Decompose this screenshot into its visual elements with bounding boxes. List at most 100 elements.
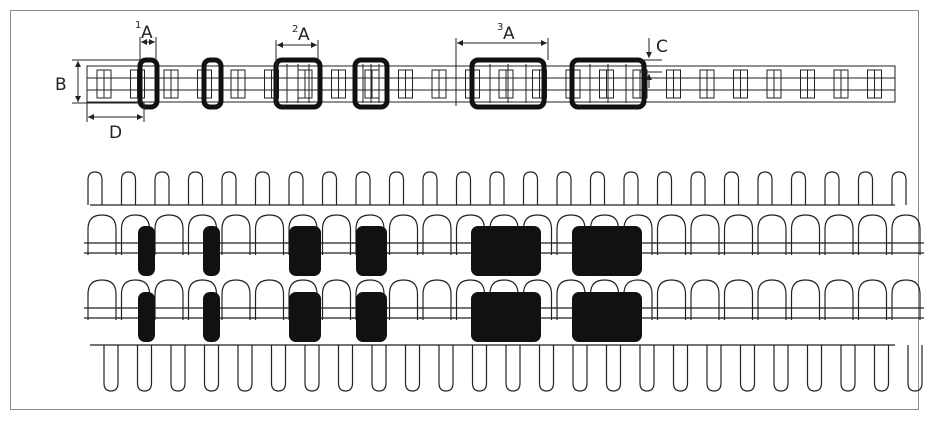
side-insert [201, 57, 224, 110]
belt-hinge-loop [891, 214, 921, 255]
top-outline [84, 171, 924, 392]
belt-hinge-loop [824, 214, 854, 255]
side-insert [569, 57, 647, 110]
belt-hinge-loop [690, 279, 720, 320]
belt-hinge-loop [857, 279, 888, 320]
belt-finger-top [221, 171, 237, 205]
belt-hinge-loop [690, 214, 720, 255]
belt-hinge-loop [422, 214, 452, 255]
top-insert [289, 292, 321, 342]
belt-finger-top [87, 171, 103, 205]
belt-hinge-loop [757, 279, 787, 320]
belt-finger-bottom [739, 345, 756, 392]
belt-finger-bottom [639, 345, 655, 392]
side-insert [137, 57, 160, 110]
top-insert [471, 226, 541, 276]
top-insert [203, 292, 220, 342]
belt-finger-top [489, 171, 505, 205]
belt-finger-top [757, 171, 773, 205]
belt-hinge-loop [656, 279, 687, 320]
belt-hinge-loop [757, 214, 787, 255]
belt-finger-bottom [170, 345, 186, 392]
belt-finger-top [891, 171, 907, 205]
belt-finger-top [589, 171, 606, 205]
belt-hinge-loop [87, 214, 117, 255]
belt-hinge-loop [623, 279, 653, 320]
label-1a: A [141, 23, 153, 43]
label-3a-sup: 3 [497, 22, 503, 33]
belt-hinge-loop [522, 279, 553, 320]
frame [10, 10, 919, 410]
belt-hinge-loop [321, 279, 352, 320]
belt-finger-bottom [605, 345, 622, 392]
belt-finger-bottom [404, 345, 421, 392]
belt-hinge-loop [891, 279, 921, 320]
belt-finger-top [522, 171, 539, 205]
belt-hinge-loop [254, 214, 285, 255]
belt-hinge-loop [422, 279, 452, 320]
belt-hinge-loop [623, 214, 653, 255]
belt-finger-bottom [572, 345, 588, 392]
belt-finger-top [455, 171, 472, 205]
belt-finger-top [556, 171, 572, 205]
label-b: B [55, 75, 67, 95]
belt-finger-bottom [371, 345, 387, 392]
belt-hinge-loop [154, 214, 184, 255]
belt-finger-bottom [203, 345, 220, 392]
belt-finger-bottom [505, 345, 521, 392]
dimensions [72, 37, 662, 122]
label-1a-sup: 1 [135, 20, 141, 31]
side-links [96, 69, 882, 99]
belt-finger-bottom [337, 345, 354, 392]
belt-finger-top [321, 171, 338, 205]
top-insert [203, 226, 220, 276]
belt-hinge-loop [455, 214, 486, 255]
belt-finger-top [388, 171, 405, 205]
belt-hinge-loop [790, 279, 821, 320]
top-insert [356, 226, 387, 276]
belt-hinge-loop [556, 279, 586, 320]
top-insert [289, 226, 321, 276]
belt-hinge-loop [87, 279, 117, 320]
belt-finger-bottom [538, 345, 555, 392]
belt-finger-top [187, 171, 204, 205]
belt-finger-top [355, 171, 371, 205]
belt-finger-top [254, 171, 271, 205]
belt-finger-top [857, 171, 874, 205]
belt-finger-top [154, 171, 170, 205]
belt-finger-top [656, 171, 673, 205]
belt-hinge-loop [355, 214, 385, 255]
belt-hinge-loop [723, 279, 754, 320]
top-insert [471, 292, 541, 342]
top-insert [138, 292, 155, 342]
side-insert [352, 57, 390, 110]
belt-finger-bottom [438, 345, 454, 392]
belt-finger-top [120, 171, 137, 205]
belt-finger-bottom [907, 345, 923, 392]
belt-finger-top [422, 171, 438, 205]
belt-finger-top [623, 171, 639, 205]
belt-finger-bottom [237, 345, 253, 392]
belt-finger-bottom [773, 345, 789, 392]
belt-finger-bottom [471, 345, 488, 392]
belt-hinge-loop [221, 279, 251, 320]
belt-hinge-loop [857, 214, 888, 255]
top-insert [138, 226, 155, 276]
belt-finger-bottom [873, 345, 890, 392]
belt-hinge-loop [254, 279, 285, 320]
belt-finger-bottom [136, 345, 153, 392]
side-insert [469, 57, 547, 110]
dimension-labels: 1 A 2 A 3 A B C D [55, 20, 668, 143]
top-insert [572, 226, 642, 276]
belt-finger-bottom [840, 345, 856, 392]
belt-hinge-loop [589, 214, 620, 255]
label-3a: A [503, 24, 515, 44]
belt-finger-bottom [103, 345, 119, 392]
belt-hinge-loop [288, 279, 318, 320]
top-view [84, 171, 924, 392]
belt-hinge-loop [589, 279, 620, 320]
belt-hinge-loop [288, 214, 318, 255]
belt-hinge-loop [723, 214, 754, 255]
label-2a: A [298, 25, 310, 45]
belt-hinge-loop [120, 214, 151, 255]
